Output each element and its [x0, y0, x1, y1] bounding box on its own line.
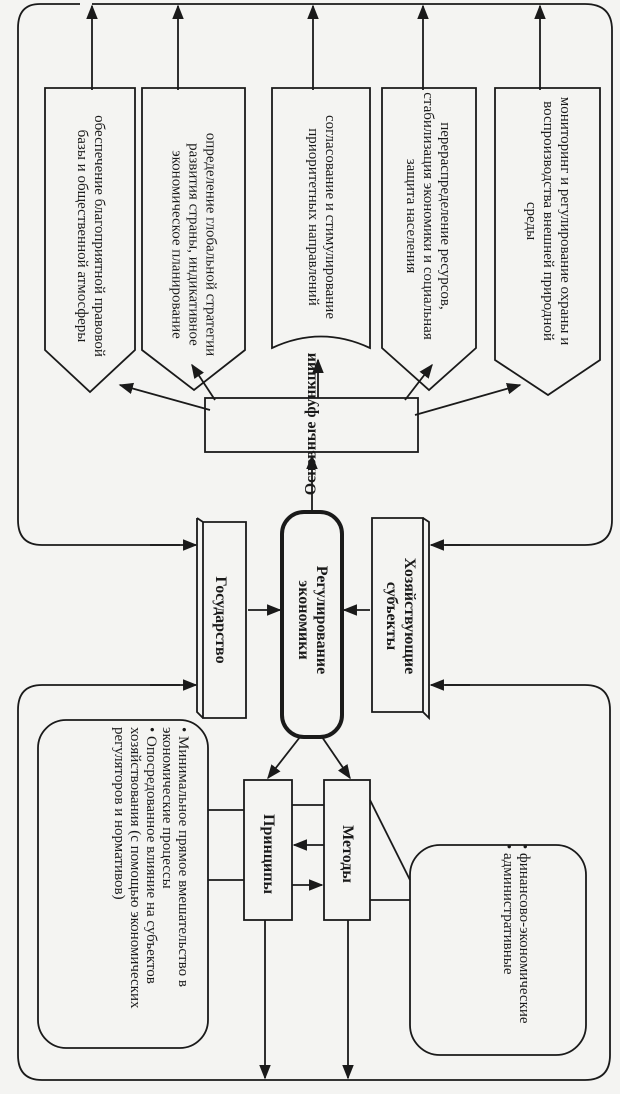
function-box-outline-1 [44, 87, 136, 394]
principles-list: Минимальное прямое вмешательство в эконо… [41, 723, 191, 1043]
principles-item-2: Опосредованное влияние на субъектов хозя… [111, 727, 159, 1043]
principles-box [243, 779, 293, 921]
upper-frame [92, 3, 613, 546]
methods-box [323, 779, 371, 921]
methods-item-1: финансово-экономические [516, 844, 532, 1040]
methods-label: Методы [339, 825, 356, 883]
functions-box [204, 397, 419, 453]
principles-list-box [37, 719, 209, 1049]
upper-frame-left [17, 3, 180, 546]
entities-box [371, 517, 430, 721]
function-box-outline-3 [271, 87, 371, 350]
entities-label: Хозяйствующие субъекты [383, 557, 418, 675]
function-box-outline-2 [141, 87, 246, 392]
principles-label: Принципы [260, 814, 277, 894]
function-text-5: мониторинг и регулирование охраны и восп… [523, 96, 574, 346]
methods-list-box [409, 844, 587, 1056]
principles-item-1: Минимальное прямое вмешательство в эконо… [159, 727, 191, 1043]
function-text-2: определение глобальной стратегии развити… [168, 132, 219, 357]
function-text-4: перераспределение ресурсов, стабилизация… [403, 92, 454, 340]
state-box [196, 517, 247, 719]
function-box-outline-5 [494, 87, 601, 397]
lower-frame [17, 684, 611, 1081]
regulation-label: Регулирование экономики [295, 565, 330, 675]
functions-title: Основные функции [302, 352, 320, 496]
methods-list: финансово-экономические административные [452, 840, 532, 1040]
regulation-box [280, 510, 344, 739]
function-text-3: согласование и стимулирование приоритетн… [305, 115, 338, 319]
function-text-1: обеспечение благоприятной правовой базы … [74, 115, 107, 357]
function-box-outline-4 [381, 87, 477, 392]
state-label: Государство [212, 576, 229, 664]
methods-item-2: административные [500, 844, 516, 1040]
